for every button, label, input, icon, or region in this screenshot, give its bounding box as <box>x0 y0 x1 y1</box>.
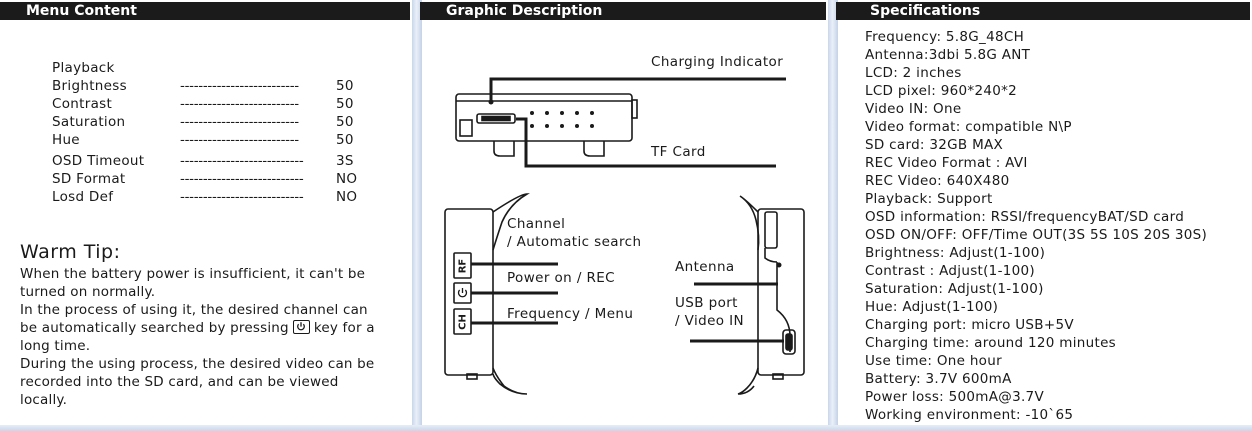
menu-item-label: OSD Timeout <box>52 153 145 169</box>
antenna-port-icon <box>776 262 782 268</box>
spec-line: Charging port: micro USB+5V <box>865 317 1074 333</box>
power-rec-label: Power on / REC <box>507 270 615 286</box>
menu-item-value: 3S <box>336 153 354 169</box>
tf-card-label: TF Card <box>651 144 706 160</box>
spec-line: Frequency: 5.8G_48CH <box>865 29 1025 45</box>
spec-line: OSD information: RSSI/frequencyBAT/SD ca… <box>865 209 1185 225</box>
menu-item-value: 50 <box>336 96 354 112</box>
menu-item-leader: -------------------------- <box>180 96 299 112</box>
power-button-icon <box>457 288 468 298</box>
menu-item-leader: -------------------------- <box>180 78 299 94</box>
spec-line: REC Video Format : AVI <box>865 155 1028 171</box>
menu-item-value: 50 <box>336 132 354 148</box>
spec-line: Use time: One hour <box>865 353 1002 369</box>
menu-item-value: NO <box>336 171 358 187</box>
charging-indicator-label: Charging Indicator <box>651 54 784 70</box>
spec-line: Saturation: Adjust(1-100) <box>865 281 1044 297</box>
warm-tip-line-part: key for a <box>313 320 375 336</box>
device-holes <box>530 111 594 128</box>
specifications-title: Specifications <box>870 3 981 19</box>
menu-item-leader: --------------------------- <box>180 189 304 205</box>
device-top-view <box>455 93 638 157</box>
warm-tip-line: recorded into the SD card, and can be vi… <box>20 374 339 390</box>
menu-content-header: Menu Content <box>0 2 410 20</box>
menu-item-leader: -------------------------- <box>180 132 299 148</box>
warm-tip-title: Warm Tip: <box>20 241 121 263</box>
warm-tip-line: long time. <box>20 338 91 354</box>
warm-tip-line: When the battery power is insufficient, … <box>20 266 366 282</box>
menu-item-label: Brightness <box>52 78 127 94</box>
spec-line: LCD: 2 inches <box>865 65 962 81</box>
charging-indicator-leader <box>489 77 786 103</box>
spec-line: Video format: compatible N\P <box>865 119 1072 135</box>
antenna-label: Antenna <box>675 259 735 275</box>
spec-line: Playback: Support <box>865 191 993 207</box>
menu-item-value: 50 <box>336 78 354 94</box>
rf-button-label: RF <box>458 259 469 274</box>
specifications-header: Specifications <box>836 2 1250 20</box>
spec-line: Power loss: 500mA@3.7V <box>865 389 1044 405</box>
spec-line: Video IN: One <box>865 101 962 117</box>
panel-separator <box>412 0 422 431</box>
warm-tip-line: In the process of using it, the desired … <box>20 302 368 318</box>
menu-item-label: SD Format <box>52 171 126 187</box>
auto-search-label: / Automatic search <box>507 234 642 250</box>
spec-line: Contrast : Adjust(1-100) <box>865 263 1035 279</box>
usb-port-label: USB port <box>675 295 738 311</box>
spec-line: OSD ON/OFF: OFF/Time OUT(3S 5S 10S 20S 3… <box>865 227 1208 243</box>
menu-item-value: 50 <box>336 114 354 130</box>
spec-line: SD card: 32GB MAX <box>865 137 1004 153</box>
graphic-panel <box>422 0 828 431</box>
menu-item-value: NO <box>336 189 358 205</box>
warm-tip-line: locally. <box>20 392 68 408</box>
panel-separator <box>828 0 838 431</box>
menu-item-label: Saturation <box>52 114 126 130</box>
bottom-strip <box>0 425 1252 431</box>
spec-line: Working environment: -10`65 <box>865 407 1074 423</box>
channel-label: Channel <box>507 216 566 232</box>
graphic-description-title: Graphic Description <box>446 3 603 19</box>
specs-panel <box>838 0 1252 431</box>
menu-item-label: Hue <box>52 132 80 148</box>
spec-line: LCD pixel: 960*240*2 <box>865 83 1018 99</box>
tf-card-leader <box>516 117 776 168</box>
menu-playback-label: Playback <box>52 60 115 76</box>
warm-tip-line: be automatically searched by pressing key… <box>20 319 375 337</box>
spec-line: Brightness: Adjust(1-100) <box>865 245 1046 261</box>
menu-item-label: Losd Def <box>52 189 114 205</box>
menu-panel <box>0 0 412 431</box>
spec-line: Battery: 3.7V 600mA <box>865 371 1012 387</box>
menu-item-leader: -------------------------- <box>180 114 299 130</box>
spec-line: Antenna:3dbi 5.8G ANT <box>865 47 1031 63</box>
warm-tip-line: During the using process, the desired vi… <box>20 356 375 372</box>
ch-button-label: CH <box>458 314 469 330</box>
spec-line: Hue: Adjust(1-100) <box>865 299 999 315</box>
warm-tip-line: turned on normally. <box>20 284 156 300</box>
menu-content-title: Menu Content <box>26 3 137 19</box>
frequency-menu-label: Frequency / Menu <box>507 306 634 322</box>
warm-tip-line-part: be automatically searched by pressing <box>20 320 289 336</box>
video-in-label: / Video IN <box>675 313 745 329</box>
power-button-icon <box>292 320 310 334</box>
menu-item-leader: --------------------------- <box>180 153 304 169</box>
graphic-description-header: Graphic Description <box>420 2 826 20</box>
menu-item-label: Contrast <box>52 96 113 112</box>
menu-item-leader: --------------------------- <box>180 171 304 187</box>
spec-line: Charging time: around 120 minutes <box>865 335 1117 351</box>
spec-line: REC Video: 640X480 <box>865 173 1010 189</box>
device-right-view <box>737 195 805 395</box>
